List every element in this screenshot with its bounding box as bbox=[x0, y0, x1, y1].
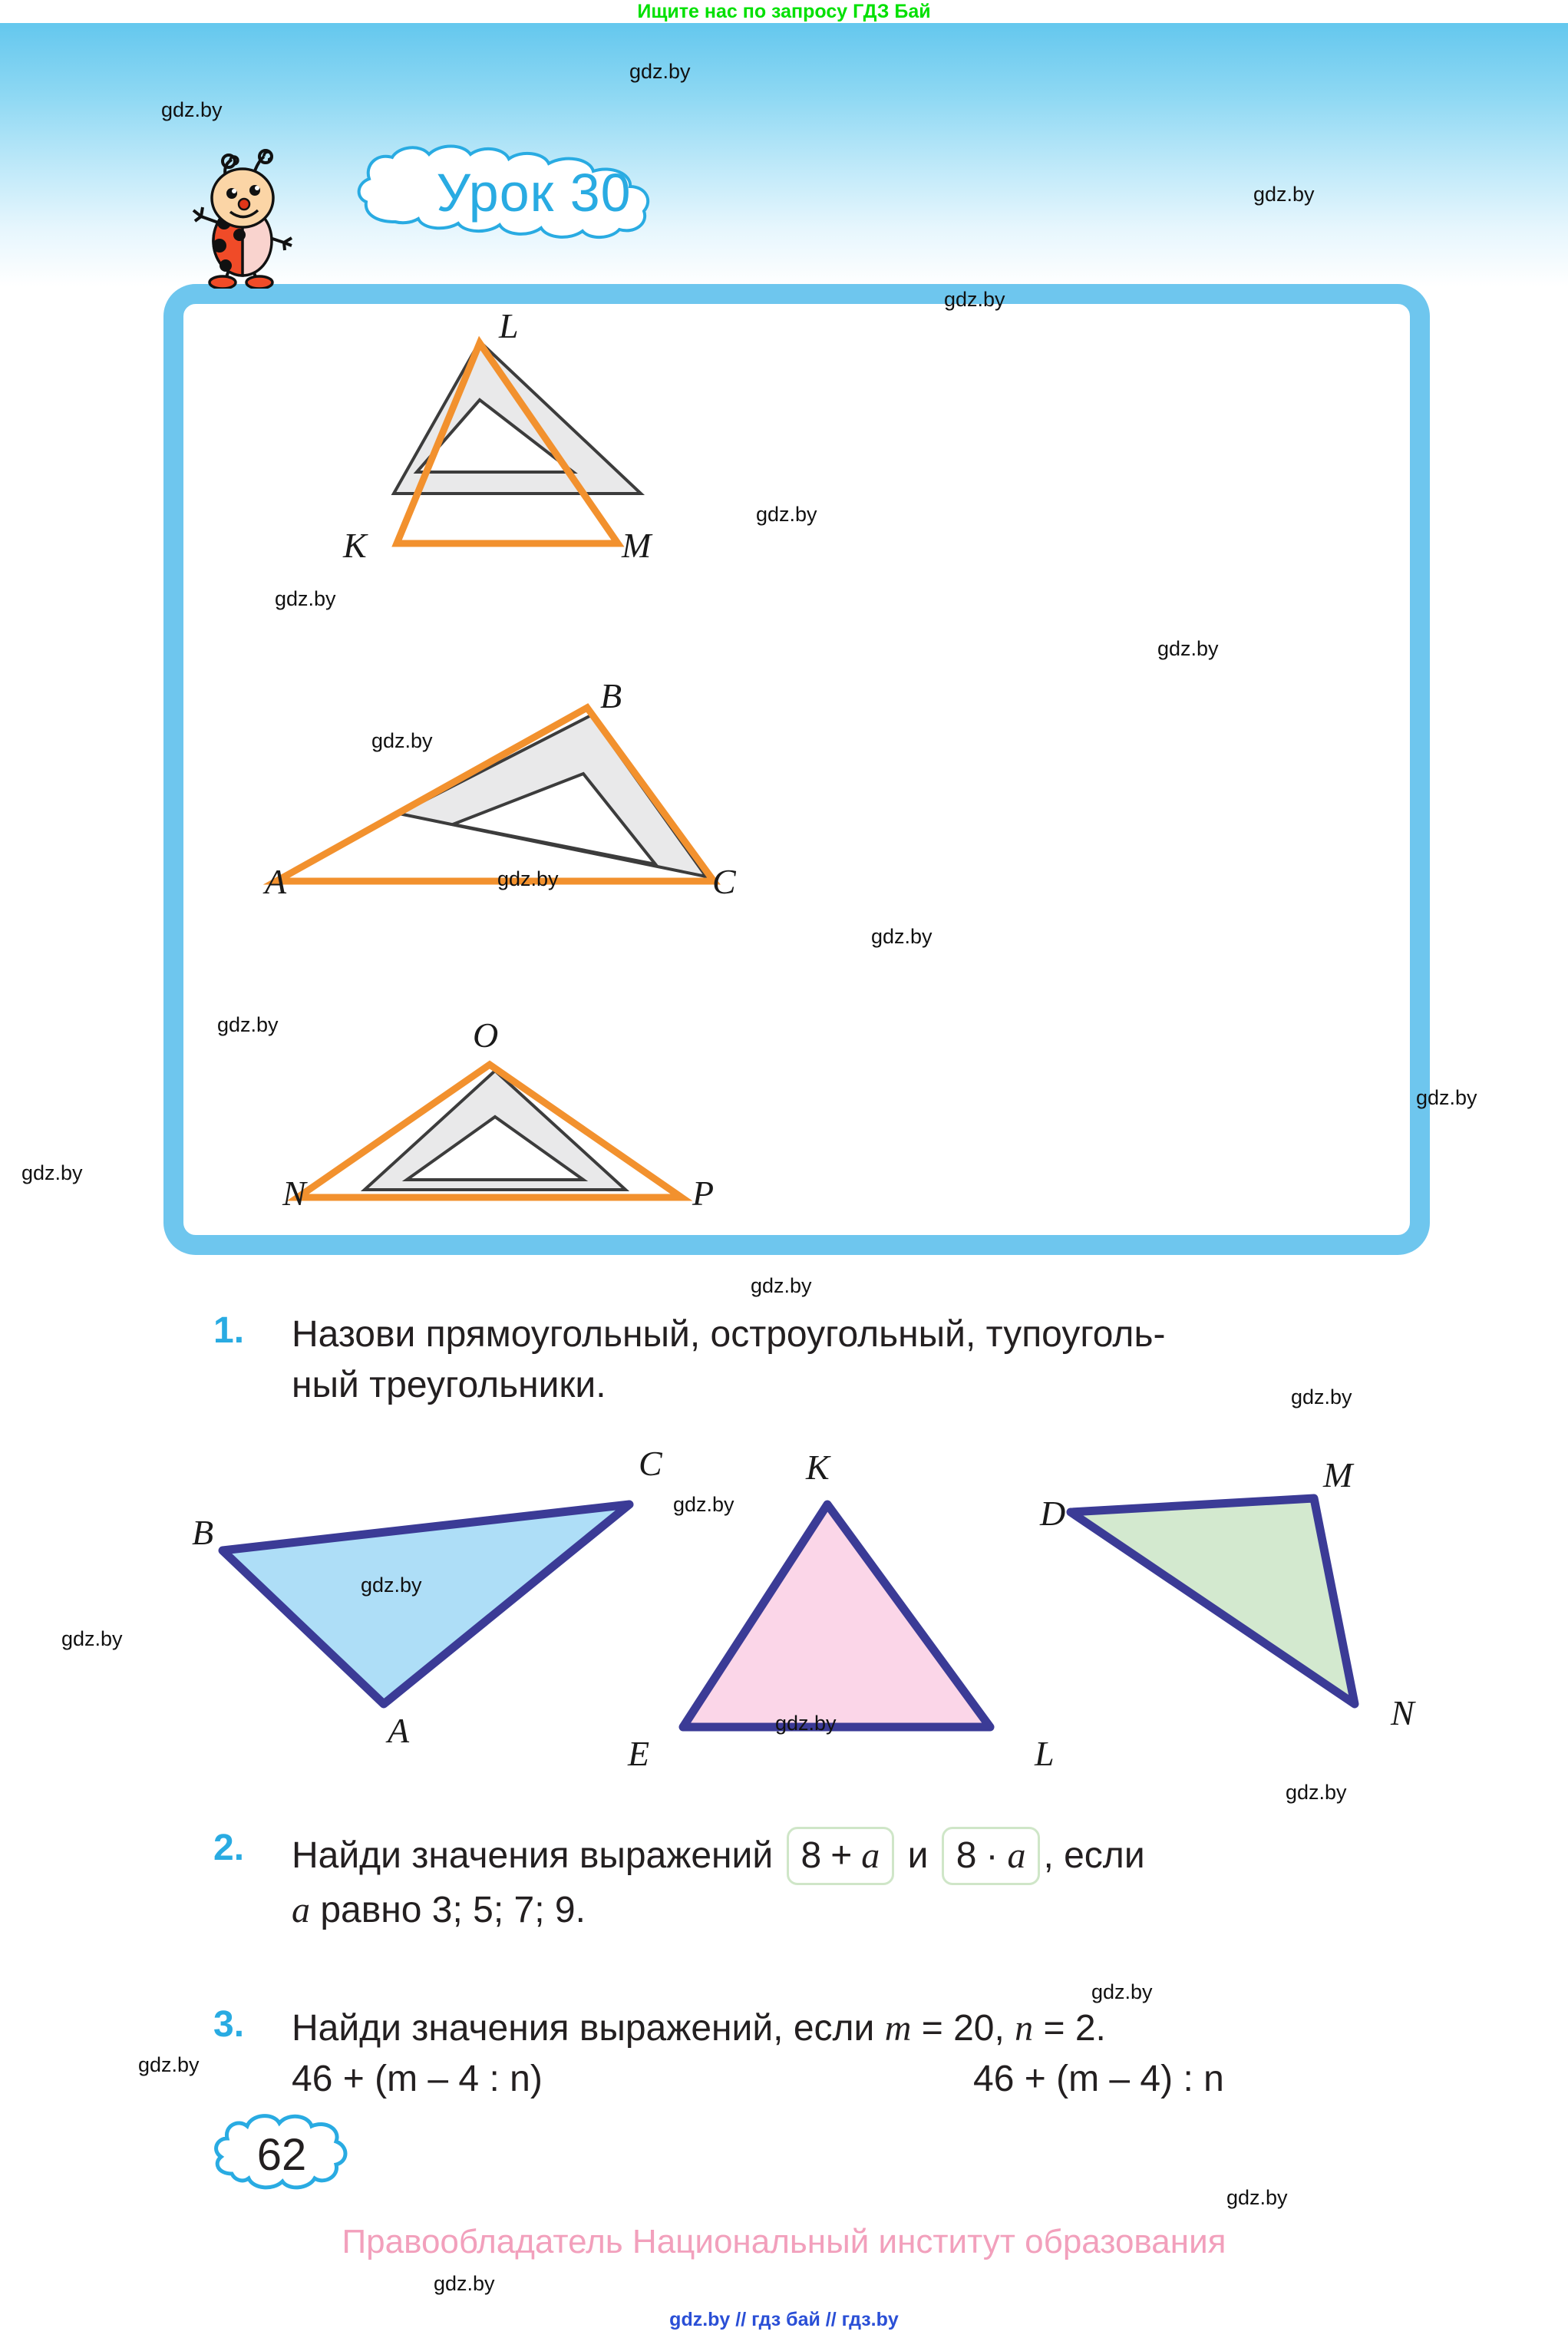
watermark: gdz.by bbox=[361, 1574, 422, 1597]
theory-panel bbox=[163, 284, 1430, 1255]
copyright-notice: Правообладатель Национальный институт об… bbox=[342, 2223, 1226, 2260]
exercise-1-text: Назови прямоугольный, остроугольный, туп… bbox=[292, 1309, 1458, 1411]
vertex-label-B: B bbox=[600, 676, 622, 715]
vertex-label-B-blue: B bbox=[192, 1513, 214, 1552]
vertex-label-L: L bbox=[499, 306, 519, 345]
vertex-label-L-pink: L bbox=[1035, 1734, 1055, 1773]
vertex-label-E-pink: E bbox=[628, 1734, 650, 1773]
exercise-3-number: 3. bbox=[213, 2004, 245, 2045]
page-title: Урок 30 bbox=[436, 163, 632, 223]
lesson-title-cloud bbox=[343, 142, 725, 242]
watermark: gdz.by bbox=[1291, 1385, 1352, 1408]
watermark: gdz.by bbox=[497, 867, 559, 890]
exercise-3-lead: Найди значения выражений, если bbox=[292, 2008, 885, 2049]
vertex-label-N-green: N bbox=[1391, 1693, 1415, 1732]
exercise-3-n-var: n bbox=[1015, 2008, 1034, 2049]
vertex-label-K: K bbox=[343, 526, 367, 565]
expr2-operand: 8 bbox=[956, 1835, 977, 1876]
expr2-variable: a bbox=[1007, 1835, 1026, 1876]
vertex-label-M-green: M bbox=[1323, 1455, 1353, 1494]
vertex-label-K-pink: K bbox=[806, 1448, 830, 1487]
exercise-2-number: 2. bbox=[213, 1828, 245, 1868]
watermark: gdz.by bbox=[371, 729, 433, 752]
watermark: gdz.by bbox=[871, 925, 933, 948]
watermark: gdz.by bbox=[275, 587, 336, 610]
figure-triangle-abc bbox=[261, 683, 737, 906]
exercise-3-m-val: = 20, bbox=[911, 2008, 1015, 2049]
watermark: gdz.by bbox=[1416, 1086, 1477, 1109]
exercise-2-variable: a bbox=[292, 1890, 310, 1930]
promo-banner-text: Ищите нас по запросу ГДЗ Бай bbox=[637, 1, 931, 22]
footer-links[interactable]: gdz.by // гдз бай // гдз.by bbox=[669, 2309, 899, 2330]
watermark: gdz.by bbox=[1226, 2186, 1288, 2209]
watermark: gdz.by bbox=[751, 1274, 812, 1297]
exercise-3-n-val: = 2. bbox=[1033, 2008, 1106, 2049]
vertex-label-N: N bbox=[282, 1174, 306, 1213]
vertex-label-C-blue: C bbox=[639, 1444, 662, 1483]
watermark: gdz.by bbox=[1286, 1781, 1347, 1804]
ladybug-mascot-icon bbox=[175, 143, 313, 290]
watermark: gdz.by bbox=[673, 1493, 734, 1516]
expr1-operand: 8 bbox=[801, 1835, 822, 1876]
vertex-label-C: C bbox=[712, 862, 736, 901]
watermark: gdz.by bbox=[629, 60, 691, 83]
vertex-label-P: P bbox=[692, 1174, 715, 1213]
vertex-label-O: O bbox=[473, 1015, 499, 1055]
exercise-2-values: равно 3; 5; 7; 9. bbox=[310, 1890, 586, 1930]
exercise-2-tail: , если bbox=[1043, 1835, 1145, 1876]
exercise-3-text: Найди значения выражений, если m = 20, n… bbox=[292, 2003, 1474, 2054]
exercise-3-expression-left: 46 + (m – 4 : n) bbox=[292, 2059, 543, 2099]
watermark: gdz.by bbox=[944, 288, 1005, 311]
expression-box-1: 8 + a bbox=[786, 1827, 895, 1885]
watermark: gdz.by bbox=[21, 1161, 83, 1184]
page-number-cloud bbox=[209, 2109, 355, 2201]
promo-banner: Ищите нас по запросу ГДЗ Бай bbox=[0, 0, 1568, 23]
exercise-1-line2: ный треугольники. bbox=[292, 1365, 606, 1405]
expr1-variable: a bbox=[861, 1835, 880, 1876]
watermark: gdz.by bbox=[1157, 637, 1219, 660]
figure-triangle-bca-blue bbox=[215, 1481, 660, 1719]
exercise-1-number: 1. bbox=[213, 1310, 245, 1351]
exercise-2-text: Найди значения выражений 8 + a и 8 · a, … bbox=[292, 1827, 1474, 1936]
expr2-operator: · bbox=[985, 1835, 999, 1876]
watermark: gdz.by bbox=[61, 1627, 123, 1650]
figure-triangle-ekl-pink bbox=[668, 1493, 1013, 1754]
exercise-3-expression-right: 46 + (m – 4) : n bbox=[973, 2059, 1224, 2099]
vertex-label-D-green: D bbox=[1040, 1494, 1066, 1533]
exercise-1-line1: Назови прямоугольный, остроугольный, туп… bbox=[292, 1314, 1166, 1355]
expr1-operator: + bbox=[830, 1835, 853, 1876]
exercise-2-conjunction: и bbox=[907, 1835, 929, 1876]
watermark: gdz.by bbox=[775, 1712, 837, 1735]
expression-box-2: 8 · a bbox=[941, 1827, 1041, 1885]
figure-triangle-klm bbox=[380, 326, 687, 572]
exercise-3-m-var: m bbox=[884, 2008, 912, 2049]
vertex-label-A-blue: A bbox=[388, 1711, 410, 1750]
page-number: 62 bbox=[256, 2130, 307, 2180]
watermark: gdz.by bbox=[1253, 183, 1315, 206]
watermark: gdz.by bbox=[756, 503, 817, 526]
watermark: gdz.by bbox=[138, 2053, 200, 2076]
exercise-2-lead: Найди значения выражений bbox=[292, 1835, 774, 1876]
vertex-label-A: A bbox=[265, 862, 287, 901]
figure-triangle-nop bbox=[276, 1040, 729, 1224]
watermark: gdz.by bbox=[217, 1013, 279, 1036]
vertex-label-M: M bbox=[622, 526, 652, 565]
watermark: gdz.by bbox=[434, 2272, 495, 2295]
watermark: gdz.by bbox=[1091, 1980, 1153, 2003]
figure-triangle-dmn-green bbox=[1059, 1481, 1428, 1735]
watermark: gdz.by bbox=[161, 98, 223, 121]
